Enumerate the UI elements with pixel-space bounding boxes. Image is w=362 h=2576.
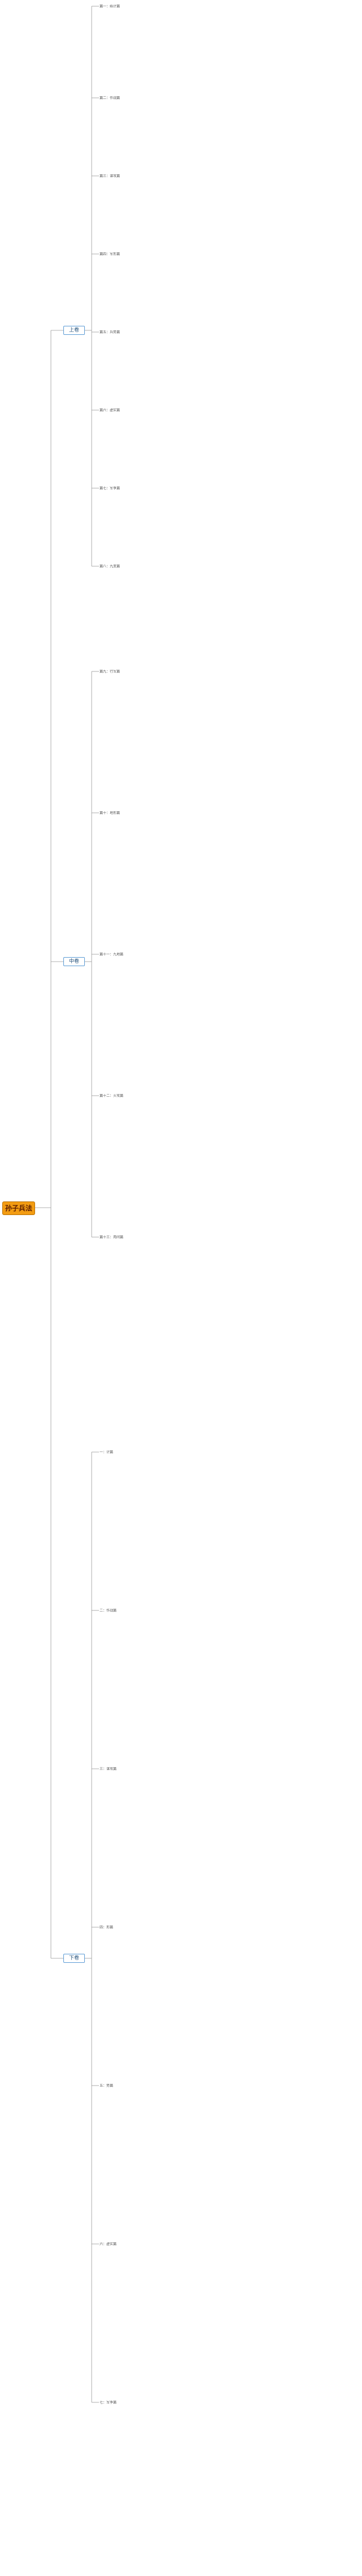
chapter-node[interactable]: 篇十三：用间篇 (100, 1235, 124, 1239)
chapter-node[interactable]: 篇六：虚实篇 (100, 408, 120, 412)
chapter-node[interactable]: 篇十一：九地篇 (100, 953, 124, 957)
section-node-3[interactable]: 下卷 (63, 1954, 85, 1963)
root-node[interactable]: 孙子兵法 (2, 1201, 35, 1215)
chapter-node[interactable]: 篇五：兵势篇 (100, 330, 120, 334)
section-node-1[interactable]: 上卷 (63, 326, 85, 335)
chapter-node[interactable]: 篇十：地形篇 (100, 811, 120, 815)
chapter-node[interactable]: 篇二：作战篇 (100, 96, 120, 100)
chapter-node[interactable]: 三：谋攻篇 (100, 1767, 117, 1771)
chapter-node[interactable]: 七：军争篇 (100, 2401, 117, 2405)
chapter-node[interactable]: 篇一：始计篇 (100, 5, 120, 8)
chapter-node[interactable]: 五：势篇 (100, 2084, 114, 2088)
chapter-node[interactable]: 四：形篇 (100, 1925, 114, 1929)
section-node-2[interactable]: 中卷 (63, 957, 85, 966)
chapter-node[interactable]: 六：虚实篇 (100, 2242, 117, 2246)
chapter-node[interactable]: 篇八：九变篇 (100, 565, 120, 568)
chapter-node[interactable]: 篇四：军形篇 (100, 252, 120, 256)
chapter-node[interactable]: 一：计篇 (100, 1450, 114, 1454)
chapter-node[interactable]: 篇七：军争篇 (100, 486, 120, 490)
chapter-node[interactable]: 篇十二：火攻篇 (100, 1094, 124, 1098)
chapter-node[interactable]: 篇九：行军篇 (100, 670, 120, 674)
chapter-node[interactable]: 二：作战篇 (100, 1609, 117, 1613)
chapter-node[interactable]: 篇三：谋攻篇 (100, 174, 120, 178)
